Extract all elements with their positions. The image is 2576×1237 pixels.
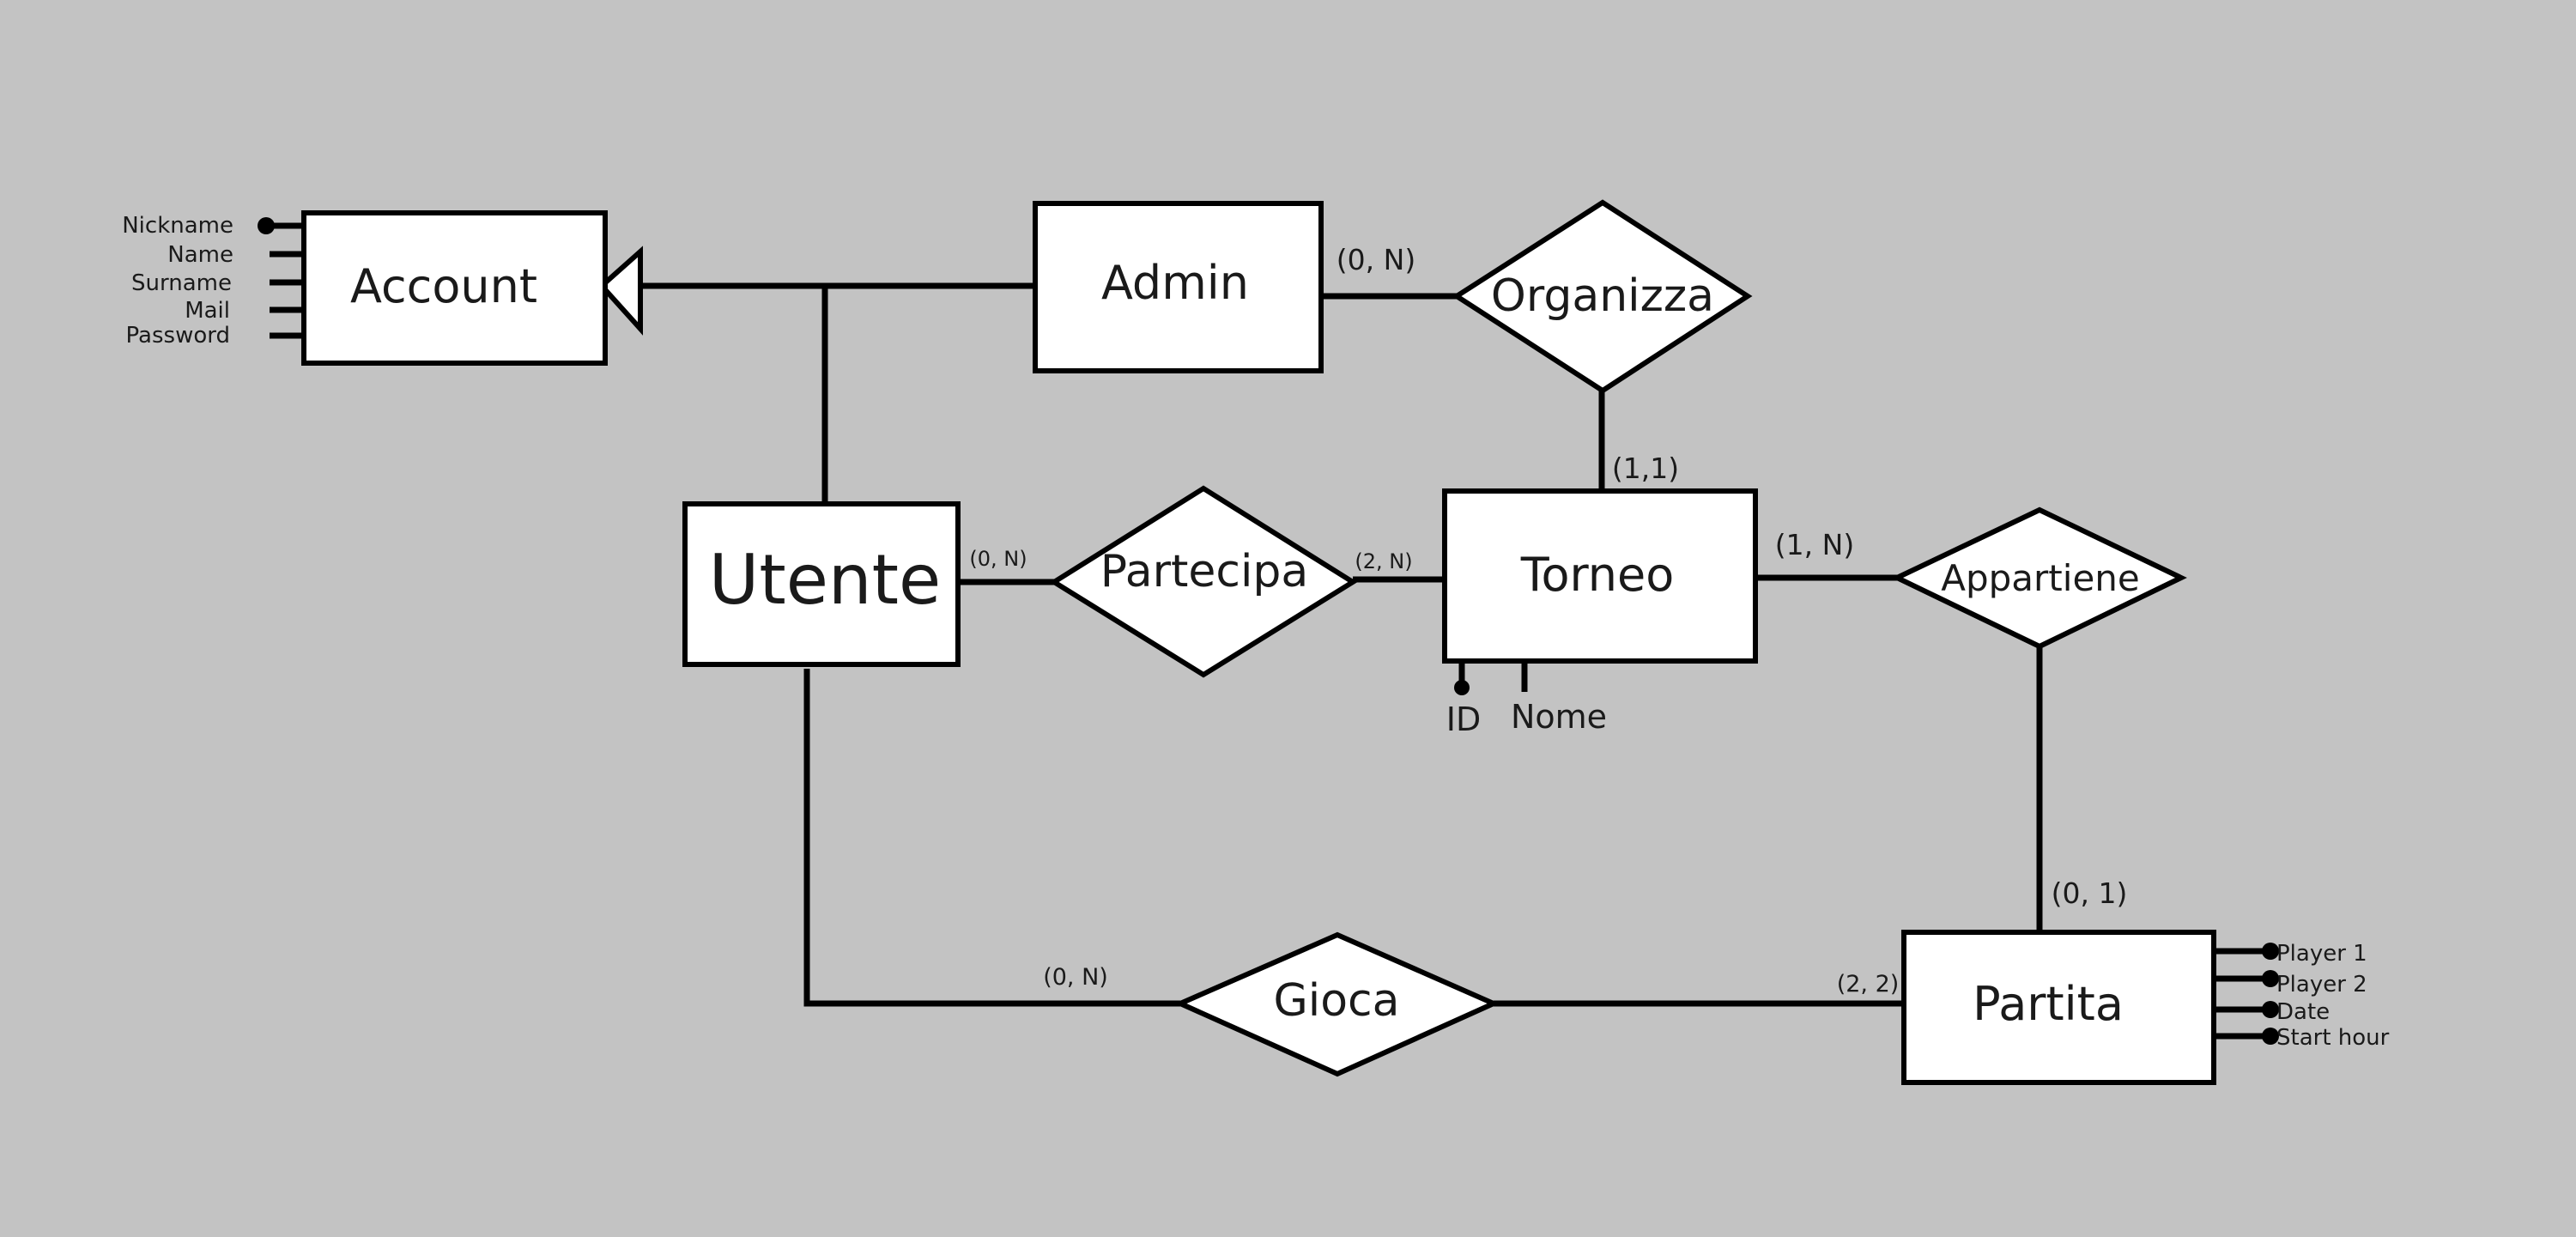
attribute-date: Date (2276, 999, 2330, 1025)
cardinality-torneo-organizza: (1,1) (1612, 452, 1679, 485)
entity-partita: Partita (1901, 930, 2216, 1085)
key-attribute-dot (1454, 680, 1470, 695)
key-attribute-dot (2262, 943, 2279, 960)
relationship-gioca: Gioca (1173, 931, 1500, 1077)
relationship-organizza: Organizza (1452, 199, 1753, 394)
attribute-surname: Surname (131, 270, 232, 296)
entity-box (682, 501, 961, 667)
cardinality-torneo-appartiene: (1, N) (1775, 528, 1854, 561)
cardinality-utente-partecipa: (0, N) (969, 547, 1027, 571)
entity-box (1901, 930, 2216, 1085)
entity-admin: Admin (1033, 201, 1324, 373)
attribute-id: ID (1446, 700, 1481, 738)
torneo-attributes: ID Nome (1446, 661, 1607, 738)
cardinality-partita-appartiene: (0, 1) (2052, 876, 2128, 910)
relationship-partecipa: Partecipa (1049, 485, 1358, 678)
attribute-mail: Mail (185, 298, 230, 324)
cardinality-partita-gioca: (2, 2) (1837, 971, 1900, 997)
relationship-appartiene-label: Appartiene (1941, 557, 2140, 599)
attribute-player-2: Player 2 (2276, 972, 2367, 997)
cardinality-admin-organizza: (0, N) (1336, 243, 1415, 276)
relationship-gioca-label: Gioca (1273, 975, 1399, 1027)
entity-partita-label: Partita (1973, 977, 2124, 1031)
attribute-start-hour: Start hour (2276, 1025, 2390, 1051)
entity-box (301, 210, 608, 366)
attribute-player-1: Player 1 (2276, 941, 2367, 967)
entity-box (1033, 201, 1324, 373)
relationship-diamond (1452, 199, 1753, 394)
key-attribute-dot (2262, 970, 2279, 987)
entity-admin-label: Admin (1101, 256, 1249, 310)
entity-utente-label: Utente (709, 540, 941, 620)
entity-torneo-label: Torneo (1520, 548, 1675, 602)
entity-account: Account (301, 210, 608, 366)
cardinality-utente-gioca: (0, N) (1043, 964, 1108, 991)
key-attribute-dot (2262, 1028, 2279, 1045)
relationship-diamond (1049, 485, 1358, 678)
key-attribute-dot (258, 217, 275, 234)
attribute-name: Name (167, 242, 233, 268)
relationship-appartiene: Appartiene (1891, 506, 2187, 650)
cardinality-labels: (0, N) (1,1) (0, N) (2, N) (1, N) (0, 1)… (969, 243, 2127, 997)
line-utente-gioca (803, 669, 1180, 1007)
attribute-nome: Nome (1511, 698, 1607, 736)
attribute-password: Password (126, 323, 230, 349)
relationship-organizza-label: Organizza (1491, 270, 1714, 322)
relationship-partecipa-label: Partecipa (1100, 546, 1309, 597)
connector-lines (643, 282, 2043, 1007)
entity-torneo: Torneo (1442, 488, 1758, 664)
key-attribute-dot (2262, 1001, 2279, 1018)
attribute-nickname: Nickname (122, 213, 233, 239)
generalization-arrow (597, 246, 643, 336)
relationship-diamond (1891, 506, 2187, 650)
entity-account-label: Account (350, 259, 537, 313)
entity-box (1442, 488, 1758, 664)
partita-attributes: Player 1 Player 2 Date Start hour (2214, 941, 2390, 1051)
relationship-diamond (1173, 931, 1500, 1077)
entity-utente: Utente (682, 501, 961, 667)
cardinality-torneo-partecipa: (2, N) (1355, 549, 1412, 573)
account-attributes: Nickname Name Surname Mail Password (122, 213, 304, 349)
